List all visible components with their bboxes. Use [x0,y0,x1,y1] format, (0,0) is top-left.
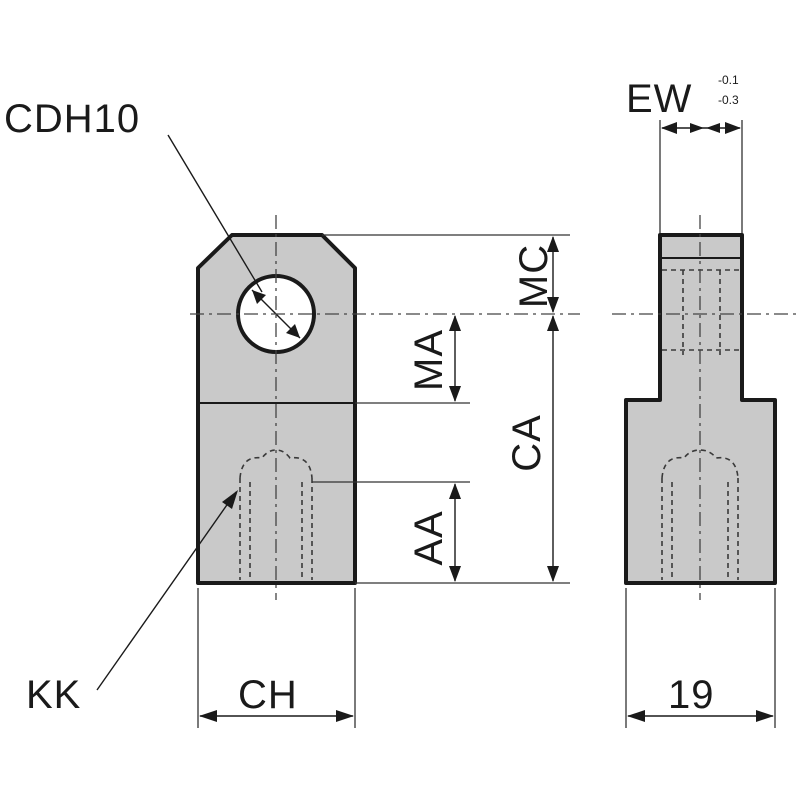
ew-mid-arrow-left [690,123,704,133]
mc-arrow-top [547,236,559,252]
front-threaded-hole [239,449,313,580]
cdh10-leader [167,134,263,293]
side-threaded-hole [661,449,739,580]
ca-label: CA [505,414,549,472]
ca-arrow-top [547,315,559,331]
ch-arrow-right [336,710,354,722]
aa-label: AA [407,510,451,565]
ma-arrow-bottom [449,386,461,402]
kk-leader [96,491,237,691]
side-view: EW -0.1 -0.3 19 [612,73,798,728]
ew-tolerance-upper: -0.1 [718,73,739,87]
ca-arrow-bottom [547,566,559,582]
bore-arrow-b [286,324,300,338]
kk-leader-arrow [222,490,238,509]
ma-arrow-top [449,315,461,331]
aa-arrow-top [449,483,461,499]
ch-label: CH [238,673,298,717]
cdh10-label: CDH10 [4,97,140,141]
ma-label: MA [407,329,451,391]
body-width-arrow-left [627,710,645,722]
bore-arrow-a [252,290,266,304]
mc-arrow-bottom [547,297,559,313]
front-view: CDH10 KK CH MC MA CA AA [4,97,580,728]
ew-arrow-left [661,122,677,134]
ew-label: EW [626,77,692,121]
kk-label: KK [26,673,81,717]
ch-arrow-left [199,710,217,722]
ew-mid-arrow-right [706,123,720,133]
mc-label: MC [512,244,556,308]
body-width-arrow-right [756,710,774,722]
ew-tolerance-lower: -0.3 [718,93,739,107]
aa-arrow-bottom [449,566,461,582]
ew-arrow-right [725,122,741,134]
side-hidden-bore [662,269,740,355]
body-width-label: 19 [668,673,715,717]
